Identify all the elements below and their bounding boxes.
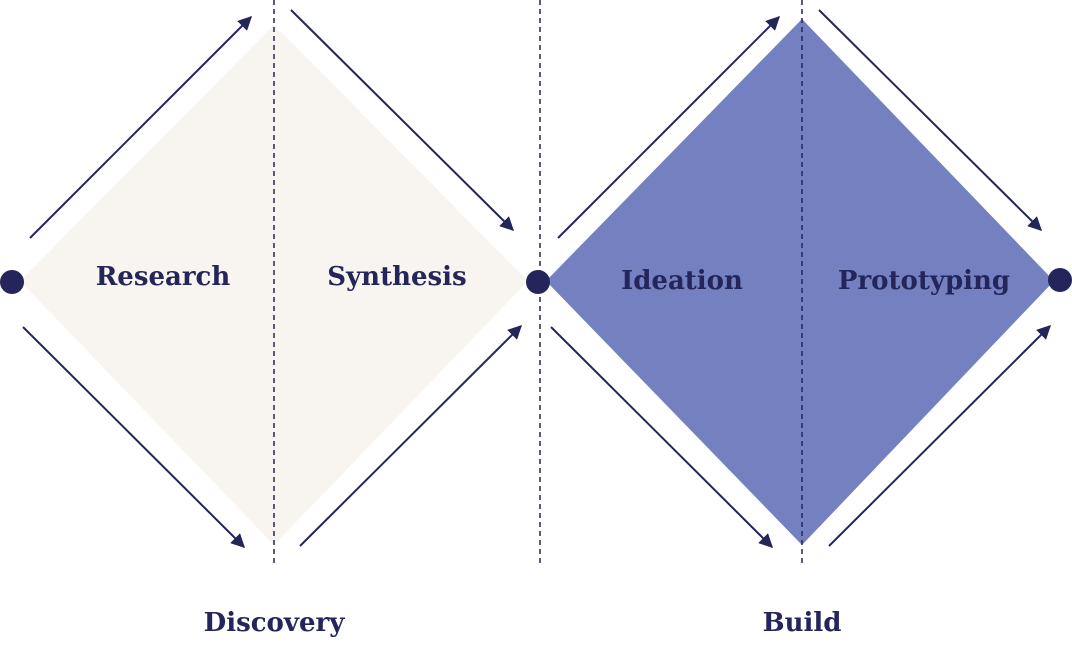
build-diamond bbox=[546, 19, 1054, 545]
discovery-diamond bbox=[20, 25, 528, 545]
arrow-research-diverge-down bbox=[22, 326, 245, 548]
arrow-ideation-diverge-down bbox=[550, 326, 773, 548]
arrow-ideation-diverge-up bbox=[557, 16, 780, 239]
arrow-research-diverge-up bbox=[29, 16, 252, 239]
midpoint-node bbox=[526, 270, 550, 294]
arrow-prototyping-converge-up bbox=[828, 325, 1051, 547]
arrow-synthesis-converge-down bbox=[290, 9, 514, 231]
end-node bbox=[1048, 268, 1072, 292]
stage-label-synthesis: Synthesis bbox=[327, 262, 466, 292]
stage-label-ideation: Ideation bbox=[621, 266, 743, 296]
arrow-synthesis-converge-up bbox=[299, 325, 522, 547]
stage-label-research: Research bbox=[96, 262, 231, 292]
start-node bbox=[0, 270, 24, 294]
arrow-prototyping-converge-down bbox=[818, 9, 1042, 231]
stage-label-prototyping: Prototyping bbox=[838, 266, 1010, 296]
phase-label-build: Build bbox=[762, 608, 842, 638]
phase-label-discovery: Discovery bbox=[203, 608, 345, 638]
